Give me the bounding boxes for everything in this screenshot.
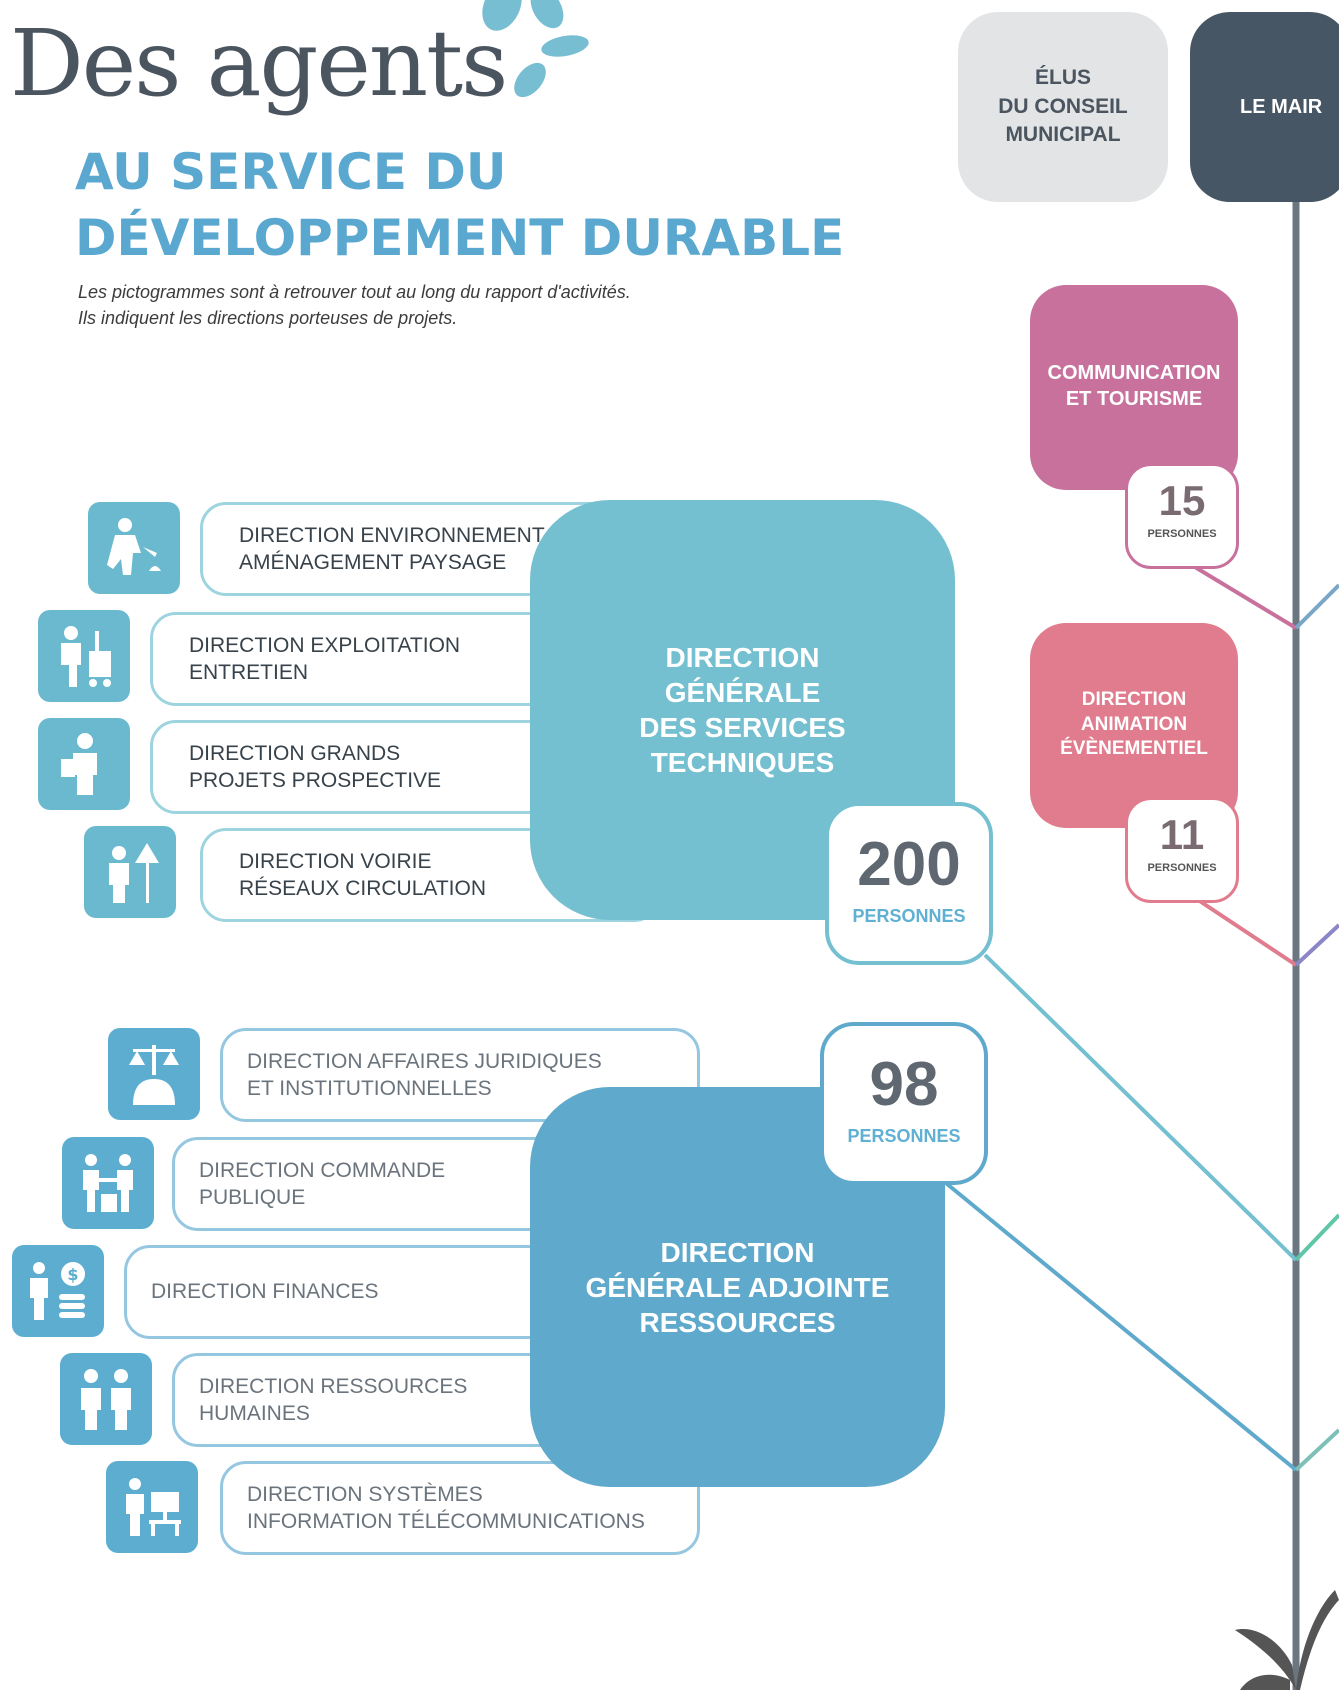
architect-icon: [38, 718, 130, 810]
road-sign-icon: [84, 826, 176, 918]
intro-text-line1: Les pictogrammes sont à retrouver tout a…: [78, 282, 631, 302]
direction-systemes-information-box: DIRECTION SYSTÈMES INFORMATION TÉLÉCOMMU…: [220, 1461, 700, 1555]
people-icon: [60, 1353, 152, 1445]
direction-label-line: RÉSEAUX CIRCULATION: [239, 877, 486, 900]
dgst-count-label: PERSONNES: [852, 906, 966, 926]
animation-count: 11: [1159, 811, 1205, 858]
dga-label-line: RESSOURCES: [639, 1306, 836, 1338]
elus-box: ÉLUS DU CONSEIL MUNICIPAL: [958, 12, 1168, 202]
maire-box: LE MAIR: [1190, 12, 1339, 202]
computer-icon: [106, 1461, 198, 1553]
direction-label-line: DIRECTION VOIRIE: [239, 849, 432, 873]
animation-count-label: PERSONNES: [1147, 862, 1217, 874]
direction-label-line: PUBLIQUE: [199, 1186, 306, 1209]
dgst-label-line: GÉNÉRALE: [664, 677, 821, 708]
direction-label-line: DIRECTION SYSTÈMES: [247, 1482, 483, 1506]
dgst-count-badge: 200 PERSONNES: [825, 802, 993, 965]
intro-text-line2: Ils indiquent les directions porteuses d…: [78, 308, 458, 328]
direction-label-line: INFORMATION TÉLÉCOMMUNICATIONS: [247, 1510, 645, 1533]
dga-count-label: PERSONNES: [847, 1126, 961, 1146]
dga-count: 98: [869, 1050, 939, 1119]
communication-label-line: ET TOURISME: [1065, 388, 1203, 410]
handover-icon: [62, 1137, 154, 1229]
elus-label-line: ÉLUS: [1034, 66, 1091, 90]
page-subtitle-line2: DÉVELOPPEMENT DURABLE: [75, 209, 845, 267]
animation-label-line: DIRECTION: [1081, 689, 1187, 710]
direction-label-line: DIRECTION FINANCES: [151, 1280, 379, 1304]
elus-label-line: DU CONSEIL: [998, 94, 1128, 118]
direction-label-line: DIRECTION EXPLOITATION: [189, 633, 461, 657]
direction-label-line: HUMAINES: [199, 1402, 310, 1425]
elus-label-line: MUNICIPAL: [1005, 123, 1121, 147]
page-subtitle-line1: AU SERVICE DU: [75, 143, 507, 201]
justice-scale-icon: [108, 1028, 200, 1120]
page-title: Des agents: [10, 10, 508, 117]
dgst-count: 200: [857, 830, 961, 899]
animation-box: DIRECTION ANIMATION ÉVÈNEMENTIEL: [1030, 623, 1238, 828]
dga-label-line: GÉNÉRALE ADJOINTE: [585, 1271, 890, 1303]
communication-count-badge: 15 PERSONNES: [1125, 463, 1239, 569]
dgst-label-line: DES SERVICES: [639, 712, 846, 743]
dgst-label-line: TECHNIQUES: [650, 747, 835, 778]
dga-count-badge: 98 PERSONNES: [820, 1022, 988, 1185]
direction-label-line: DIRECTION GRANDS: [189, 741, 401, 765]
direction-label-line: PROJETS PROSPECTIVE: [189, 769, 442, 792]
cleaning-cart-icon: [38, 610, 130, 702]
dga-label-line: DIRECTION: [660, 1236, 815, 1268]
animation-count-badge: 11 PERSONNES: [1125, 797, 1239, 903]
money-icon: $: [12, 1245, 104, 1337]
direction-label-line: DIRECTION AFFAIRES JURIDIQUES: [247, 1049, 602, 1073]
direction-label-line: DIRECTION COMMANDE: [199, 1158, 446, 1182]
direction-label-line: DIRECTION RESSOURCES: [199, 1374, 468, 1398]
gardener-icon: [88, 502, 180, 594]
animation-label-line: ÉVÈNEMENTIEL: [1060, 738, 1208, 760]
dgst-label-line: DIRECTION: [665, 642, 820, 673]
maire-label: LE MAIR: [1240, 95, 1323, 118]
animation-label-line: ANIMATION: [1080, 713, 1188, 735]
communication-box: COMMUNICATION ET TOURISME: [1030, 285, 1238, 490]
direction-label-line: AMÉNAGEMENT PAYSAGE: [239, 551, 507, 574]
direction-juridique-box: DIRECTION AFFAIRES JURIDIQUES ET INSTITU…: [220, 1028, 700, 1122]
direction-label-line: ET INSTITUTIONNELLES: [247, 1077, 492, 1100]
direction-label-line: DIRECTION ENVIRONNEMENT: [239, 523, 545, 547]
communication-count: 15: [1158, 477, 1206, 524]
direction-label-line: ENTRETIEN: [189, 661, 309, 684]
communication-count-label: PERSONNES: [1147, 528, 1217, 540]
svg-text:$: $: [67, 1265, 78, 1284]
communication-label-line: COMMUNICATION: [1047, 362, 1221, 384]
